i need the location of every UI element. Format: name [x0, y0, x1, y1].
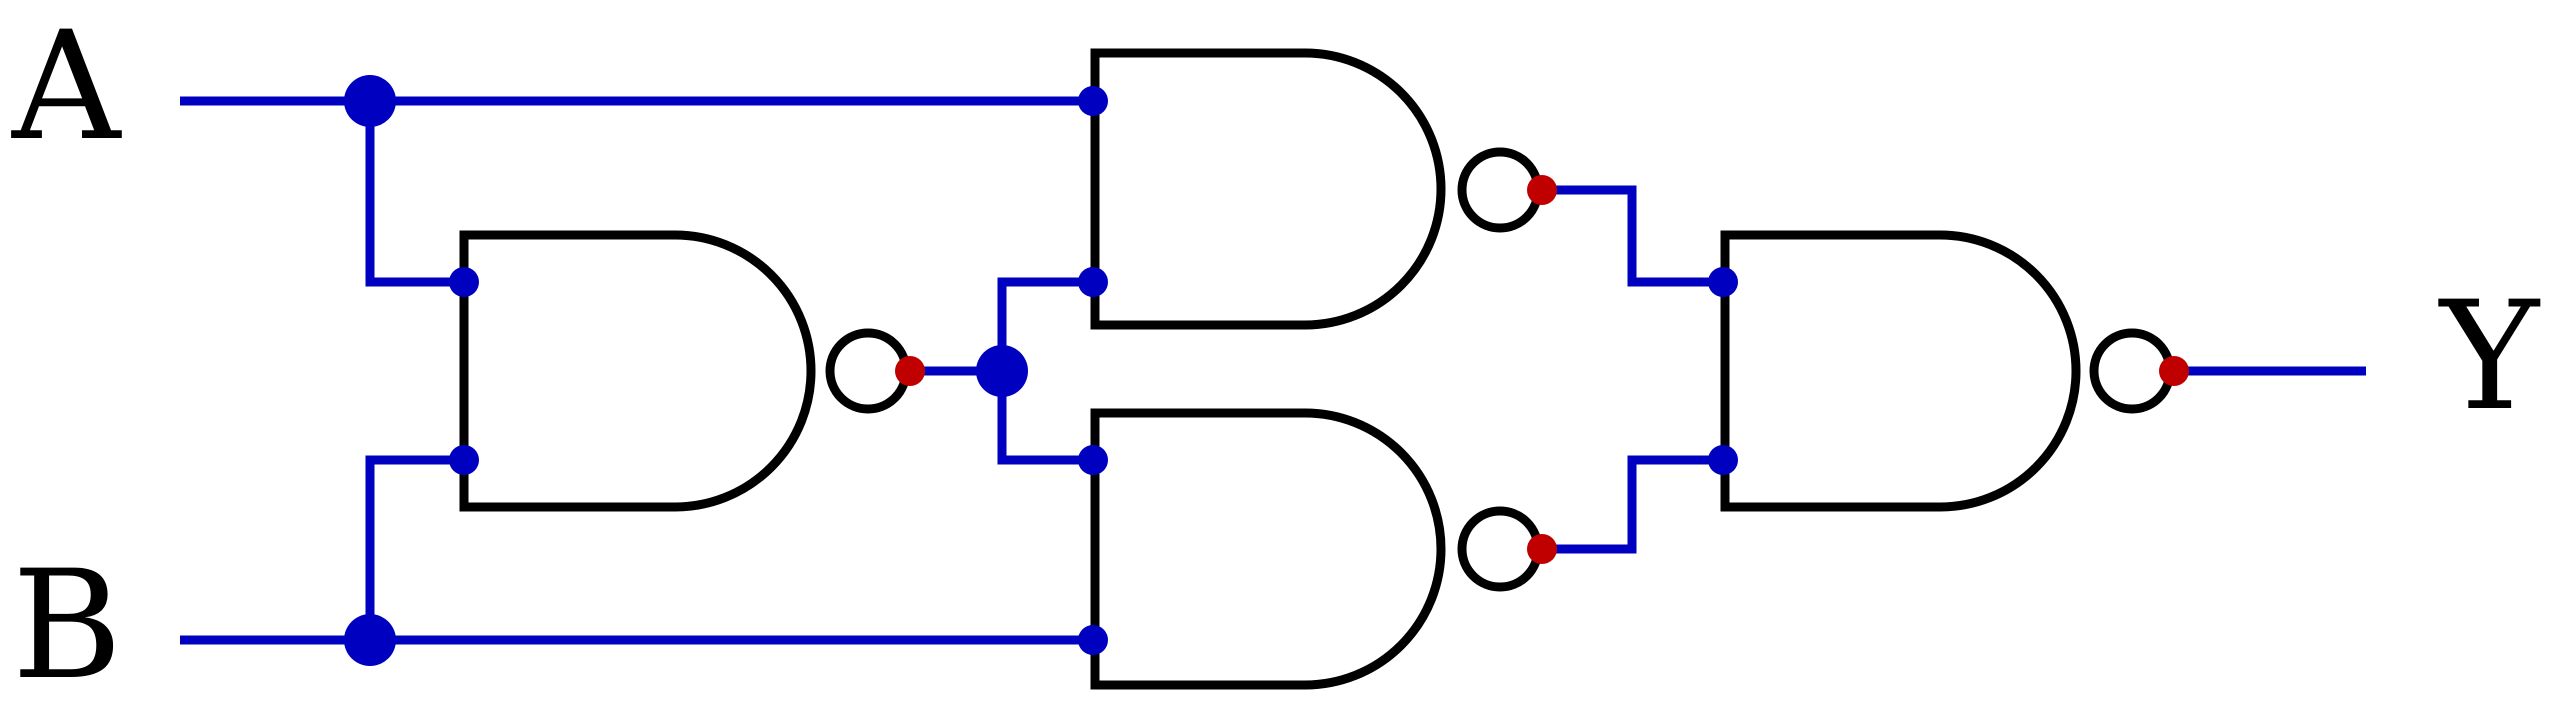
nand-gate-1-output-pin	[895, 356, 925, 386]
nand-gate-1-input-pin-1	[449, 267, 479, 297]
nand-gate-2-bubble	[1457, 147, 1543, 233]
wire-a-to-nand-1	[365, 101, 464, 287]
nand-gate-4	[1720, 230, 2175, 512]
nand-gate-1-bubble	[825, 328, 911, 414]
nand-gate-2-output-pin	[1527, 175, 1557, 205]
junction-b	[344, 614, 396, 666]
gates	[459, 48, 2175, 690]
input-a-label: A	[11, 0, 122, 174]
nand-gate-3-body	[1090, 408, 1446, 690]
wire-mid-to-nand-3	[997, 371, 1092, 465]
input-pins	[449, 86, 1738, 655]
nand-gate-1	[459, 230, 911, 512]
nand-gate-2-body	[1090, 48, 1446, 330]
nand-gate-3-input-pin-2	[1078, 625, 1108, 655]
nand-gate-2	[1090, 48, 1543, 330]
junction-mid	[976, 345, 1028, 397]
nand-gate-1-body	[459, 230, 816, 512]
nand-gate-2-input-pin-2	[1078, 267, 1108, 297]
nand-gate-4-output-pin	[2159, 356, 2189, 386]
nand-gate-4-input-pin-2	[1708, 445, 1738, 475]
nand-gate-3	[1090, 408, 1543, 690]
wires	[180, 96, 2366, 645]
nand-gate-2-input-pin-1	[1078, 86, 1108, 116]
junctions	[344, 75, 1028, 666]
output-pins	[895, 175, 2189, 564]
input-b-label: B	[12, 539, 122, 713]
nand-gate-1-input-pin-2	[449, 445, 479, 475]
wire-nand-2-to-nand-4	[1543, 185, 1723, 287]
nand-gate-4-body	[1720, 230, 2081, 512]
wire-nand-3-to-nand-4	[1543, 455, 1723, 554]
nand-gate-3-input-pin-1	[1078, 445, 1108, 475]
junction-a	[344, 75, 396, 127]
nand-gate-4-bubble	[2089, 328, 2175, 414]
nand-gate-3-bubble	[1457, 506, 1543, 592]
wire-b-to-nand-1	[365, 455, 464, 640]
nand-gate-4-input-pin-1	[1708, 267, 1738, 297]
nand-gate-3-output-pin	[1527, 534, 1557, 564]
output-y-label: Y	[2438, 270, 2541, 444]
wire-mid-to-nand-2	[997, 277, 1092, 371]
